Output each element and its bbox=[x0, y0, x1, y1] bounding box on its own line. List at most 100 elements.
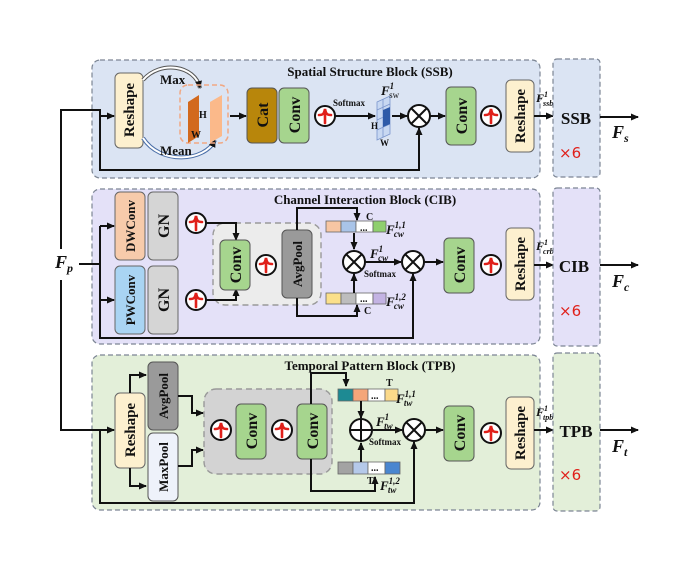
tpb-strip-bottom bbox=[337, 461, 401, 475]
attn-h-label: H bbox=[371, 121, 378, 131]
input-to-tpb-line bbox=[60, 280, 100, 431]
mean-feature-map bbox=[210, 95, 222, 143]
tpb-conv1-box bbox=[235, 403, 267, 460]
gn1-label: GN bbox=[156, 214, 173, 238]
strip-cell bbox=[325, 220, 342, 233]
ssb-reshape-box bbox=[114, 72, 144, 149]
ssb-activation2-icon bbox=[479, 104, 503, 128]
strip-cell bbox=[337, 388, 354, 402]
input-to-ssb-line bbox=[60, 109, 101, 249]
cat-label: Cat bbox=[255, 102, 272, 128]
h-label: H bbox=[199, 110, 207, 121]
tpb-conv2-label: Conv bbox=[305, 413, 322, 449]
cib-c-top-label: C bbox=[366, 212, 373, 223]
ssb-title: Spatial Structure Block (SSB) bbox=[287, 64, 453, 79]
input-trunk: Fp bbox=[54, 109, 101, 431]
cib-conv2-box bbox=[443, 237, 475, 294]
tpb-strip-top bbox=[337, 388, 399, 402]
pooled-maps-group bbox=[179, 84, 229, 144]
tpb-stack-label: TPB bbox=[559, 422, 592, 441]
tpb-maxpool-label: MaxPool bbox=[156, 442, 171, 492]
attn-w-label: W bbox=[380, 138, 389, 148]
cib-stack-label: CIB bbox=[559, 257, 589, 276]
strip-cell bbox=[384, 461, 401, 475]
max-label: Max bbox=[160, 72, 186, 87]
cib-multiply1-icon bbox=[342, 250, 366, 274]
cib-softmax-label: Softmax bbox=[364, 269, 396, 279]
cib-activation-top-icon bbox=[184, 211, 208, 235]
cib-reshape-label: Reshape bbox=[513, 237, 529, 292]
cib-stack-box bbox=[552, 187, 601, 347]
tpb-ellipsis-top: ... bbox=[371, 391, 379, 402]
pwconv-label: PWConv bbox=[123, 274, 138, 325]
output-ft-label: Ft bbox=[611, 436, 628, 459]
strip-cell bbox=[352, 461, 369, 475]
w-label: W bbox=[191, 130, 201, 141]
gn1-box bbox=[147, 191, 179, 261]
gn2-label: GN bbox=[156, 288, 173, 312]
cib-avgpool-label: AvgPool bbox=[290, 241, 305, 287]
spatial-attention-map bbox=[376, 95, 391, 141]
cib-activation-bottom-icon bbox=[184, 288, 208, 312]
ssb-reshape-label: Reshape bbox=[122, 83, 138, 138]
cib-ellipsis-bottom: ... bbox=[360, 294, 368, 305]
cib-ellipsis-top: ... bbox=[360, 223, 368, 234]
cib-block: Channel Interaction Block (CIB) DWConv P… bbox=[91, 188, 541, 345]
cat-box bbox=[246, 87, 278, 144]
cib-repeat-label: ×6 bbox=[559, 302, 581, 320]
tpb-skip-connection bbox=[99, 430, 418, 504]
output-fs-label: Fs bbox=[611, 122, 629, 145]
cib-c-bottom-label: C bbox=[364, 306, 371, 317]
ssb-skip-connection bbox=[99, 116, 423, 171]
gn2-box bbox=[147, 265, 179, 335]
tpb-t-bottom-label: T bbox=[367, 476, 374, 487]
output-fc-label: Fc bbox=[611, 271, 630, 294]
pwconv-box bbox=[114, 265, 146, 335]
max-feature-map bbox=[188, 95, 199, 143]
tpb-conv3-box bbox=[443, 405, 475, 462]
ssb-conv2-box bbox=[445, 86, 477, 146]
ssb-activation-icon bbox=[313, 104, 337, 128]
cib-multiply2-icon bbox=[401, 250, 425, 274]
strip-cell bbox=[340, 292, 357, 305]
strip-cell bbox=[372, 220, 387, 233]
tpb-ellipsis-bottom: ... bbox=[371, 463, 379, 474]
cib-conv1-label: Conv bbox=[228, 247, 245, 283]
tpb-t-top-label: T bbox=[386, 378, 393, 389]
cib-activation-mid-icon bbox=[254, 253, 278, 277]
strip-cell bbox=[352, 388, 369, 402]
cib-strip-bottom bbox=[325, 292, 387, 305]
tpb-activation1-icon bbox=[209, 418, 233, 442]
mean-label: Mean bbox=[160, 143, 193, 158]
input-fp-label: Fp bbox=[54, 252, 73, 275]
tpb-block: Temporal Pattern Block (TPB) Reshape Avg… bbox=[91, 354, 541, 511]
tpb-stack-box bbox=[552, 352, 601, 512]
ssb-stack-label: SSB bbox=[561, 109, 591, 128]
tpb-title: Temporal Pattern Block (TPB) bbox=[284, 358, 455, 373]
cib-strip-top bbox=[325, 220, 387, 233]
dwconv-label: DWConv bbox=[123, 200, 138, 253]
cib-activation2-icon bbox=[479, 253, 503, 277]
tpb-avgpool-label: AvgPool bbox=[156, 373, 171, 419]
tpb-activation3-icon bbox=[479, 421, 503, 445]
tpb-softmax-label: Softmax bbox=[369, 437, 401, 447]
tpb-conv3-label: Conv bbox=[452, 415, 469, 451]
strip-cell bbox=[337, 461, 354, 475]
ssb-block: Spatial Structure Block (SSB) Reshape Ma… bbox=[91, 59, 541, 179]
tpb-reshape-label: Reshape bbox=[123, 403, 139, 458]
ssb-softmax-label: Softmax bbox=[333, 98, 365, 108]
tpb-reshape2-box bbox=[505, 396, 535, 470]
ssb-reshape2-label: Reshape bbox=[513, 89, 529, 144]
ssb-conv2-label: Conv bbox=[454, 98, 471, 134]
